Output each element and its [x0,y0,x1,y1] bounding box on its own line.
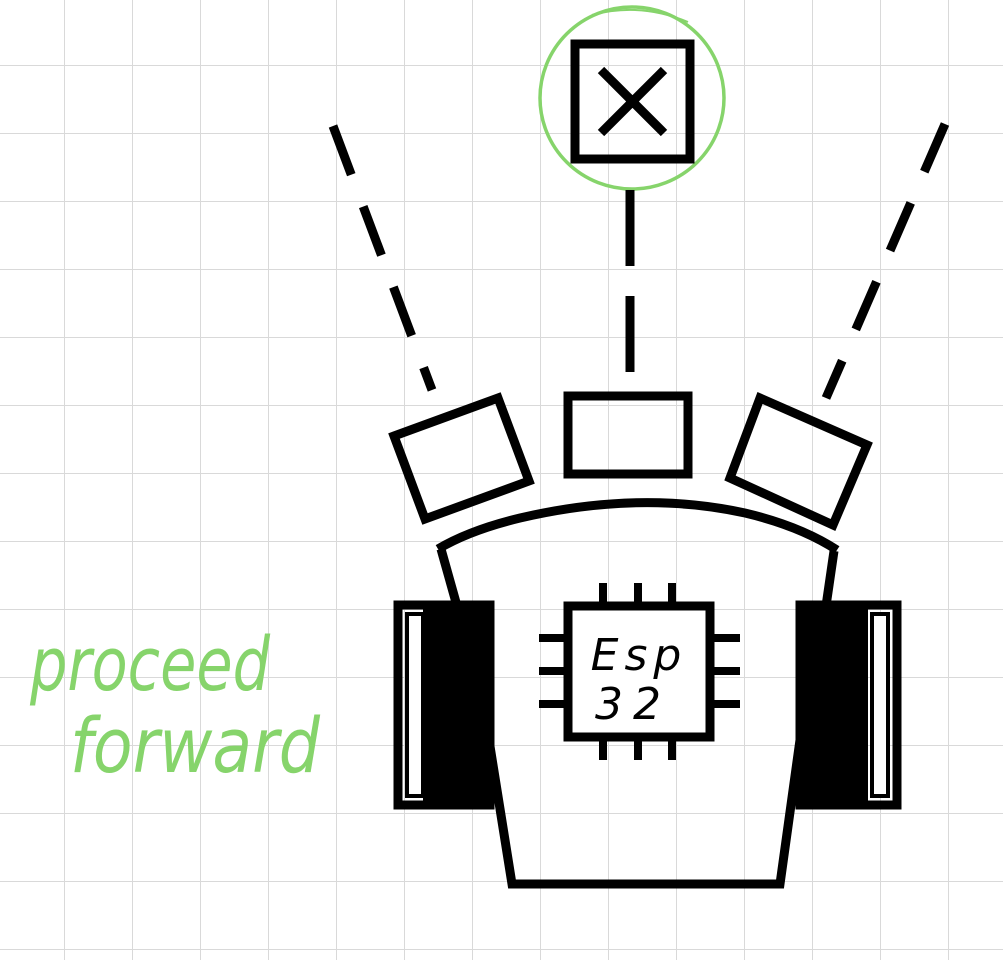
right-wheel-tread [870,612,890,798]
esp32-chip: Esp 32 [539,583,740,760]
sensors [388,391,873,532]
obstacle-highlight-circle [538,5,726,191]
front-bumper [435,498,840,554]
sensor-beams [328,122,950,400]
right-sensor-beam [821,122,950,400]
obstacle-highlight-overlap [591,8,689,23]
left-wheel-tread [405,612,425,798]
right-wheel [795,600,902,810]
right-sensor [724,391,873,532]
annotation: proceed forward [29,622,320,790]
obstacle-box [570,39,695,164]
annotation-line1: proceed [29,622,271,708]
chip-body [563,601,715,742]
left-wheel [393,600,495,810]
chip-label-line2: 32 [595,679,671,730]
left-sensor [388,392,535,525]
center-sensor [563,391,693,479]
obstacle [538,5,726,191]
left-sensor-beam [328,124,437,392]
annotation-line2: forward [70,701,321,790]
close-icon [597,66,668,137]
chip-label-line1: Esp [591,630,688,681]
